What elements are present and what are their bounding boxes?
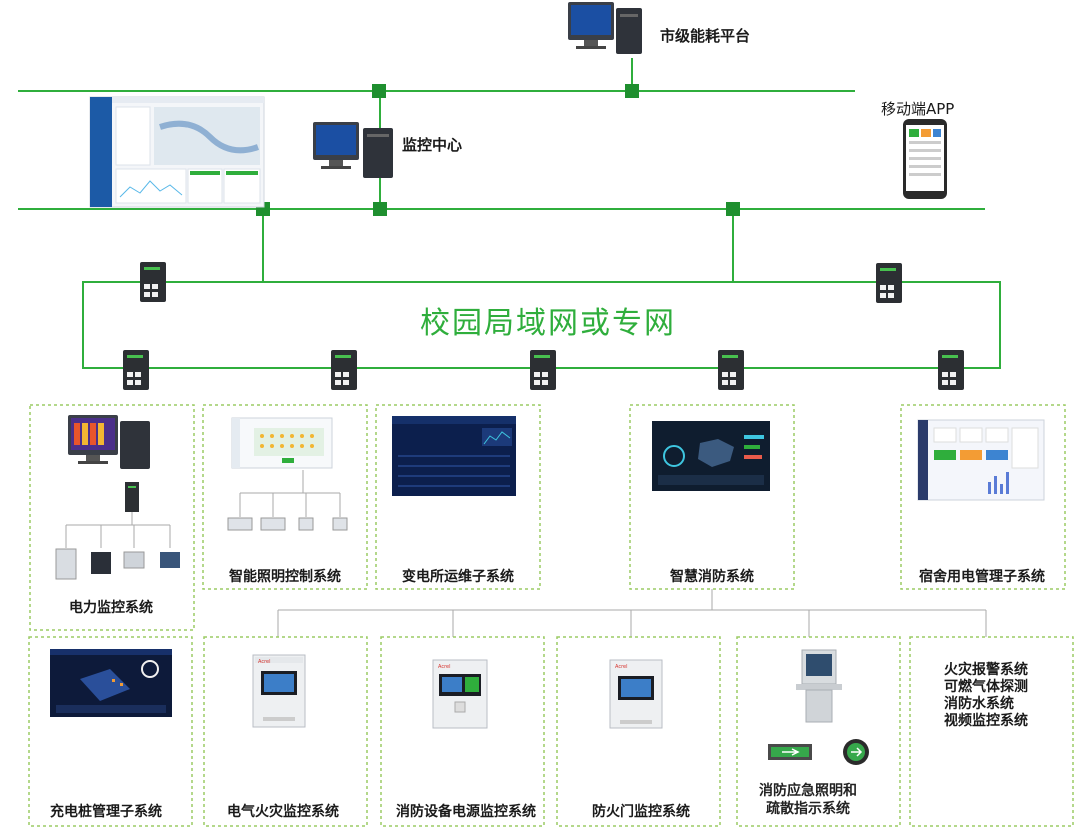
fire-equipment-power-label: 消防设备电源监控系统 (396, 804, 536, 820)
meter-icon (227, 517, 348, 531)
substation-om-label: 变电所运维子系统 (402, 569, 514, 585)
monitor-center-label: 监控中心 (402, 136, 463, 154)
subsystem-boxes-row1 (29, 404, 1066, 631)
dashboard-screenshot-icon (917, 419, 1045, 501)
list-item: 消防水系统 (944, 696, 1014, 712)
lighting-tree-lines (239, 470, 341, 517)
other-systems-list: 火灾报警系统 可燃气体探测 消防水系统 视频监控系统 (944, 662, 1028, 730)
list-item: 视频监控系统 (944, 713, 1028, 729)
network-switch-icon (938, 350, 964, 390)
mobile-app-label: 移动端APP (881, 100, 955, 118)
network-switch-icon (140, 262, 166, 302)
electrical-fire-label: 电气火灾监控系统 (227, 804, 339, 820)
dashboard-screenshot-icon (652, 421, 770, 491)
emergency-light-icon (843, 739, 869, 765)
emergency-lighting-line1: 消防应急照明和 (759, 783, 857, 799)
phone-icon (903, 119, 947, 199)
dashboard-screenshot-icon (231, 417, 333, 469)
city-platform-label: 市级能耗平台 (660, 27, 751, 45)
network-title: 校园局域网或专网 (420, 306, 676, 341)
computer-icon (68, 415, 150, 469)
emergency-lighting-line2: 疏散指示系统 (766, 801, 850, 817)
emergency-lighting-label: 消防应急照明和 疏散指示系统 (759, 782, 857, 818)
meter-icon (55, 548, 180, 580)
dorm-power-label: 宿舍用电管理子系统 (919, 569, 1045, 585)
fire-door-label: 防火门监控系统 (592, 804, 690, 820)
network-switch-icon (331, 350, 357, 390)
kiosk-icon (796, 649, 842, 723)
ev-charging-label: 充电桩管理子系统 (50, 804, 162, 820)
bus-nodes (256, 84, 740, 216)
network-switch-icon (530, 350, 556, 390)
dashboard-screenshot-icon (50, 649, 172, 717)
smart-lighting-label: 智能照明控制系统 (229, 569, 341, 585)
control-cabinet-icon: Acrel (609, 659, 663, 729)
svg-text:Acrel: Acrel (438, 664, 451, 670)
network-switch-icon (125, 482, 139, 512)
network-switch-icon (718, 350, 744, 390)
svg-text:Acrel: Acrel (258, 659, 271, 665)
fire-branch-lines (277, 589, 987, 637)
svg-text:Acrel: Acrel (615, 664, 628, 670)
control-cabinet-icon: Acrel (432, 659, 488, 729)
list-item: 火灾报警系统 (944, 662, 1028, 678)
dashboard-screenshot-icon (392, 416, 516, 496)
list-item: 可燃气体探测 (944, 679, 1028, 695)
network-switch-icon (876, 263, 902, 303)
computer-icon (313, 122, 393, 178)
dashboard-screenshot-icon (89, 96, 265, 208)
power-tree-lines (65, 512, 171, 548)
subsystem-boxes-row2 (28, 636, 1074, 827)
exit-sign-icon (768, 744, 812, 760)
network-switch-icon (123, 350, 149, 390)
computer-icon (568, 2, 642, 54)
power-monitoring-label: 电力监控系统 (69, 600, 153, 616)
smart-fire-label: 智慧消防系统 (670, 569, 754, 585)
control-cabinet-icon: Acrel (252, 654, 306, 728)
